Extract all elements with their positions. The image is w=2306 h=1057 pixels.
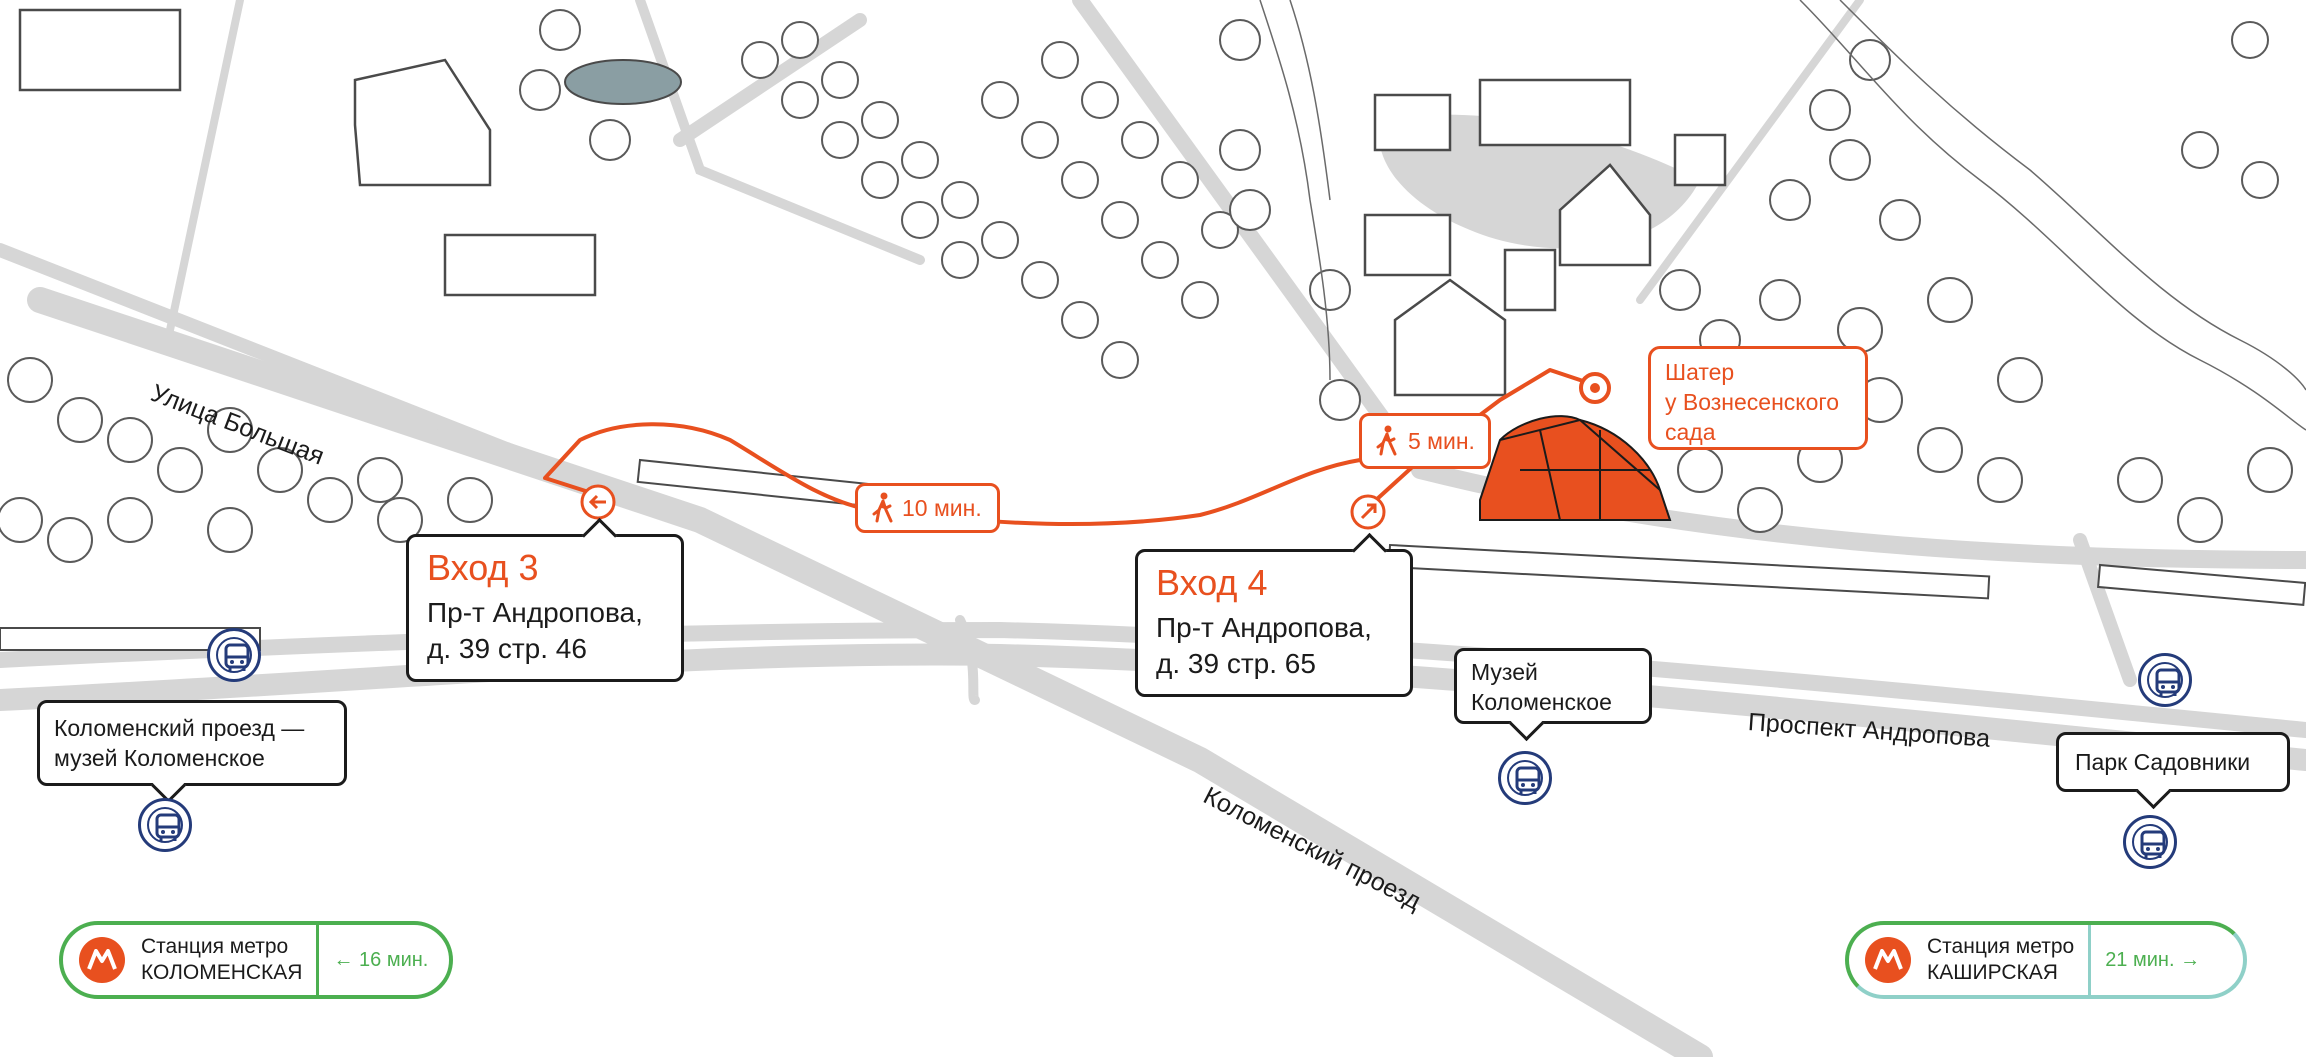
park-road-3 [673,13,867,147]
destination-line-1: Шатер [1665,359,1735,385]
park-road-7 [955,615,980,705]
building-church [1393,278,1507,397]
walk-time-10-label: 10 мин. [902,494,982,521]
park-road-8 [2073,533,2137,687]
fence-left [0,627,261,651]
metro-separator [2088,925,2092,995]
buildings [18,8,1727,397]
trees [0,9,2293,563]
metro-kashirskaya-label: Станция метро КАШИРСКАЯ [1927,934,2074,986]
andropova-avenue [0,643,2306,771]
metro-kashirskaya-line-1: Станция метро [1927,935,2075,958]
building-park-2 [1373,93,1452,152]
tent-shater [1479,415,1672,521]
bus-icon[interactable] [2138,653,2192,707]
entrance-4-address-line-2: д. 39 стр. 65 [1156,648,1316,679]
metro-kashirskaya[interactable]: Станция метро КАШИРСКАЯ 21 мин. → [1845,921,2247,999]
metro-kashirskaya-line-2: КАШИРСКАЯ [1927,961,2058,984]
entrance-4-card[interactable]: Вход 4 Пр-т Андропова, д. 39 стр. 65 [1135,549,1413,697]
metro-kolomenskaya-time: ← 16 мин. [333,948,429,971]
walk-time-5: 5 мин. [1359,413,1491,469]
bus-icon[interactable] [138,798,192,852]
metro-kolomenskaya-line-2: КОЛОМЕНСКАЯ [141,961,303,984]
bus-icon[interactable] [1498,751,1552,805]
metro-separator [316,925,320,995]
building-long [443,233,597,297]
bus-stop-kolomensky-line-2: музей Коломенское [54,745,265,771]
building-park-3 [1363,213,1452,277]
walk-time-10: 10 мин. [855,483,1000,533]
bus-stop-kolomensky-line-1: Коломенский проезд — [54,715,305,741]
bolshaya-street-road [0,243,567,477]
entrance-3-card[interactable]: Вход 3 Пр-т Андропова, д. 39 стр. 46 [406,534,684,682]
entrance-arrow-icon[interactable] [1350,494,1386,530]
bus-icon[interactable] [207,628,261,682]
building-park-5 [1558,163,1652,267]
metro-logo-icon [79,937,125,983]
kolomensky-proezd-road [27,287,1713,1057]
park-road-2 [635,0,925,265]
metro-kashirskaya-time: 21 мин. → [2105,948,2201,971]
bus-stop-muzey-line-1: Музей [1471,659,1538,685]
entrance-3-address-line-1: Пр-т Андропова, [427,597,643,628]
fence-far-right [2096,563,2306,606]
destination-label[interactable]: Шатер у Вознесенского сада [1648,346,1868,450]
metro-kolomenskaya[interactable]: Станция метро КОЛОМЕНСКАЯ ← 16 мин. [59,921,453,999]
bus-stop-muzey-card[interactable]: Музей Коломенское [1454,648,1652,724]
entrance-3-title: Вход 3 [427,547,539,588]
park-road-4 [166,0,244,334]
building-park-1 [1478,78,1632,147]
entrance-3-address-line-2: д. 39 стр. 46 [427,633,587,664]
pedestrian-icon [872,492,893,523]
entrance-4-title: Вход 4 [1156,562,1268,603]
pond [564,59,682,105]
destination-line-2: у Вознесенского [1665,389,1840,415]
bus-stop-muzey-line-2: Коломенское [1471,689,1612,715]
pedestrian-icon [1376,425,1397,456]
building-top-left [18,8,182,92]
building-manor [353,58,492,187]
bus-stop-sadovniki-card[interactable]: Парк Садовники [2056,732,2290,792]
metro-logo-icon [1865,937,1911,983]
building-park-4 [1503,248,1557,312]
building-park-6 [1673,133,1727,187]
metro-kolomenskaya-label: Станция метро КОЛОМЕНСКАЯ [141,934,302,986]
entrance-arrow-icon[interactable] [580,484,616,520]
ravine [1259,0,2306,431]
entrance-4-address-line-1: Пр-т Андропова, [1156,612,1372,643]
bus-stop-sadovniki-line-1: Парк Садовники [2075,749,2251,775]
park-road-diagonal [1072,0,1428,478]
metro-kolomenskaya-line-1: Станция метро [141,935,289,958]
walk-time-5-label: 5 мин. [1408,427,1475,454]
park-road-6 [1636,0,1864,304]
route-line-4 [1363,368,1597,512]
destination-line-3: сада [1665,419,1716,445]
bus-icon[interactable] [2123,815,2177,869]
bus-stop-kolomensky-card[interactable]: Коломенский проезд — музей Коломенское [37,700,347,786]
andropova-avenue-2 [0,621,2306,738]
